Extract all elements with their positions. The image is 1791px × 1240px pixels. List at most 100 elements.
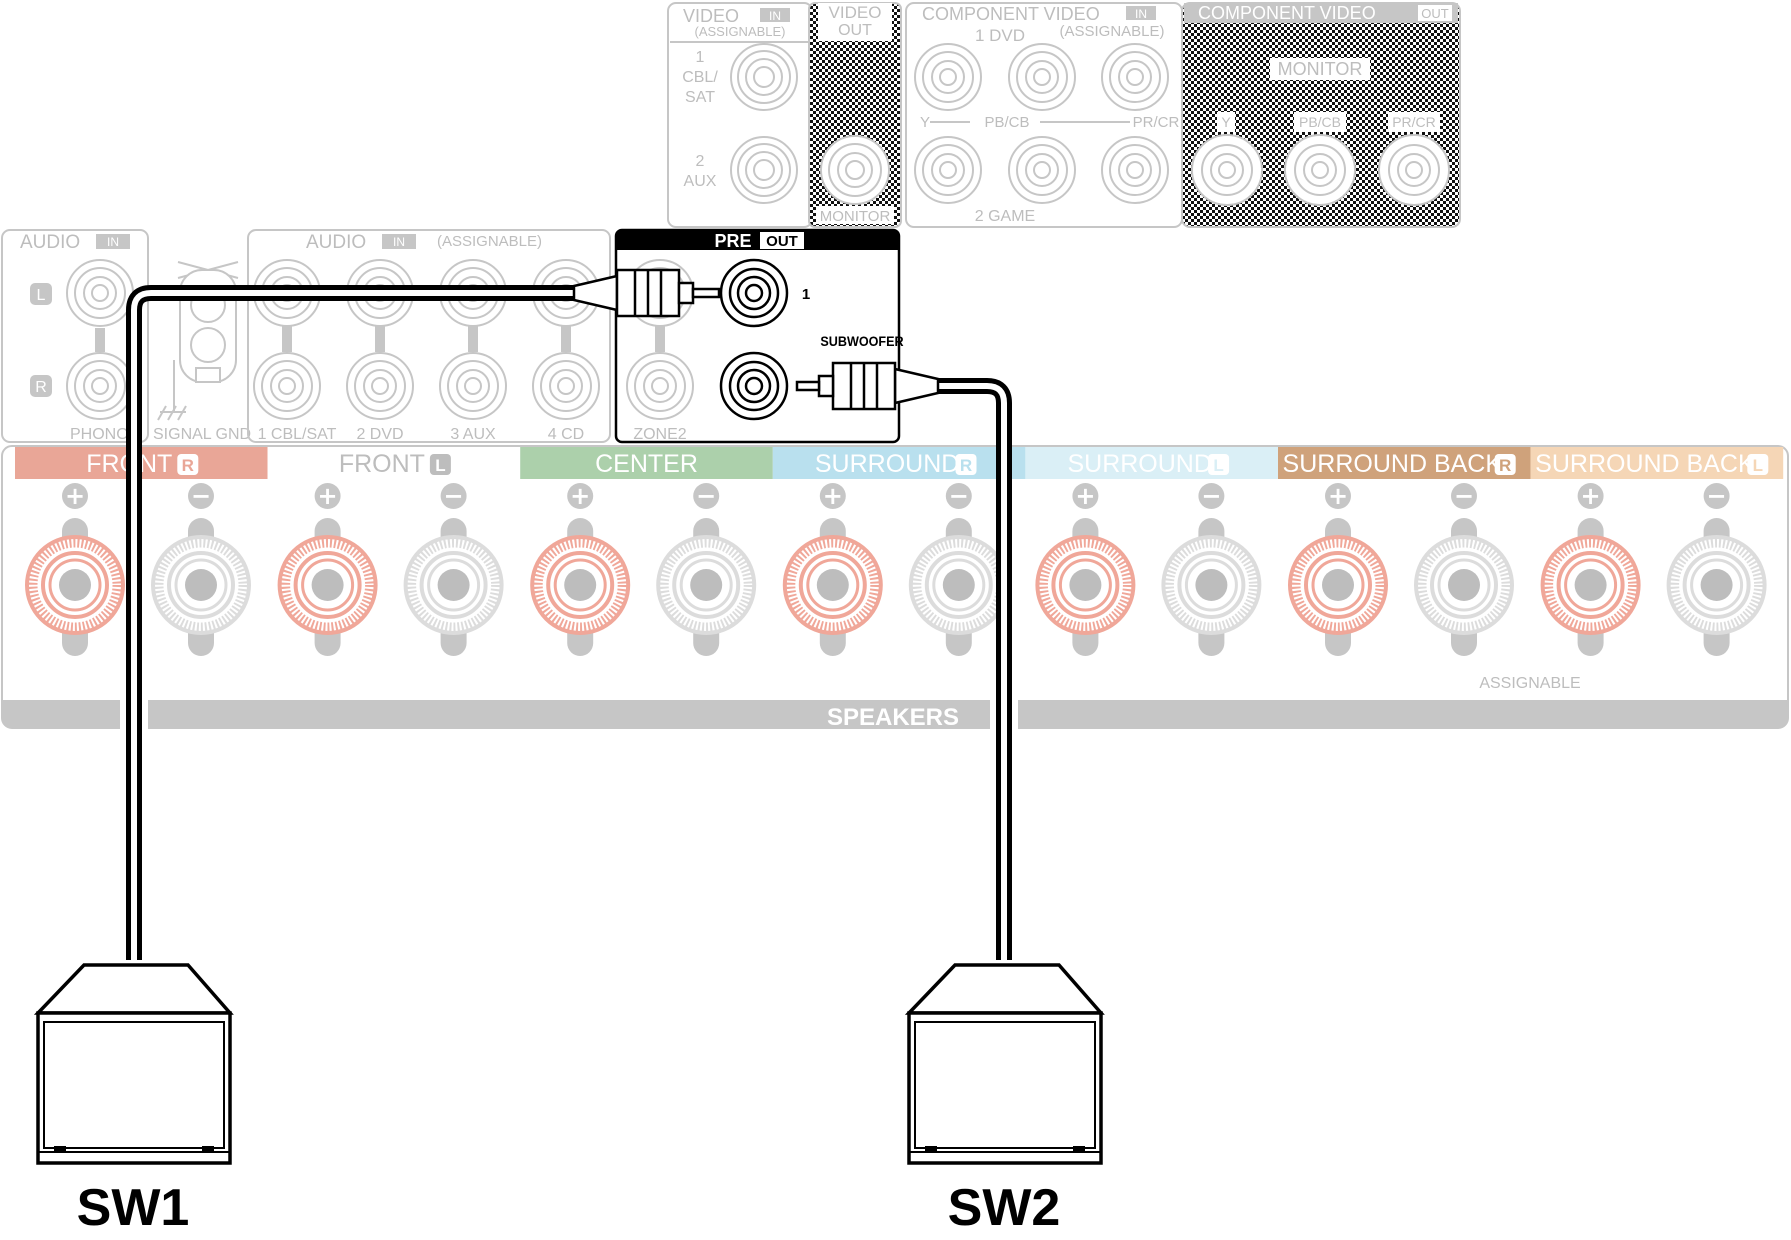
speaker-terminal-6-plus[interactable]: + bbox=[1288, 482, 1388, 656]
audio-in-r: R bbox=[35, 379, 47, 396]
speaker-terminal-5-minus[interactable]: − bbox=[1161, 482, 1262, 656]
minus-icon bbox=[1198, 483, 1225, 509]
component-in-pr: PR/CR bbox=[1133, 114, 1180, 131]
speaker-side-badge-1 bbox=[177, 454, 199, 475]
audio-input-3: 3 AUX bbox=[450, 426, 496, 443]
pre-out-title: PRE bbox=[714, 231, 751, 251]
terminal-sign: − bbox=[444, 482, 464, 510]
component-in-y: Y bbox=[920, 114, 930, 131]
component-out-y: Y bbox=[1221, 114, 1231, 130]
audio-in-phono: PHONO bbox=[70, 426, 129, 443]
plus-icon bbox=[62, 483, 88, 509]
speaker-terminal-2-minus[interactable]: − bbox=[403, 482, 504, 656]
speaker-terminal-3-plus[interactable]: + bbox=[530, 482, 631, 656]
component-out-badge: OUT bbox=[1421, 6, 1449, 21]
speaker-header-label-3: CENTER bbox=[595, 450, 698, 478]
audio-input-4: 4 CD bbox=[548, 426, 584, 443]
terminal-sign: + bbox=[1581, 482, 1601, 510]
component-out-jacks bbox=[1191, 134, 1450, 206]
speaker-terminal-7-plus[interactable]: + bbox=[1540, 482, 1641, 656]
speaker-side-label-2: L bbox=[435, 456, 445, 475]
audio-assignable-panel: AUDIO IN (ASSIGNABLE) 1 CBL/SAT 2 DVD 3 … bbox=[247, 229, 611, 443]
pre-out-badge: OUT bbox=[766, 233, 798, 250]
speaker-side-badge-7 bbox=[1747, 454, 1769, 475]
subwoofer-sw2 bbox=[904, 963, 1105, 1165]
zone2-label: ZONE2 bbox=[633, 426, 686, 443]
speaker-side-badge-6 bbox=[1494, 454, 1516, 475]
pre-out-panel: PRE OUT ZONE2 1 SUBWOOFER bbox=[614, 228, 904, 444]
speaker-header-label-5: SURROUND bbox=[1067, 450, 1211, 478]
terminal-sign: + bbox=[318, 482, 338, 510]
speaker-terminal-6-minus[interactable]: − bbox=[1414, 482, 1514, 656]
speaker-terminal-5-plus[interactable]: + bbox=[1035, 482, 1136, 656]
video-in1-jack bbox=[730, 43, 798, 111]
speaker-side-label-5: L bbox=[1213, 456, 1223, 475]
speaker-terminal-2-plus[interactable]: + bbox=[277, 482, 378, 656]
speaker-terminal-7-minus[interactable]: − bbox=[1666, 482, 1767, 656]
terminal-sign: − bbox=[1454, 482, 1474, 510]
speaker-terminal-1-plus[interactable]: + bbox=[25, 482, 125, 656]
signal-gnd-label: SIGNAL GND bbox=[153, 426, 251, 443]
speakers-assignable: ASSIGNABLE bbox=[1479, 675, 1580, 692]
component-out-panel: COMPONENT VIDEO OUT MONITOR Y PB/CB PR/C… bbox=[1181, 2, 1461, 228]
video-in-badge: IN bbox=[769, 9, 781, 23]
video-in2-num: 2 bbox=[696, 153, 705, 170]
subwoofer-sw1 bbox=[33, 963, 234, 1165]
speaker-side-badge-5 bbox=[1208, 454, 1230, 475]
audio-input-2-jack-r bbox=[346, 352, 414, 420]
minus-icon bbox=[945, 483, 972, 509]
audio-assignable-sub: (ASSIGNABLE) bbox=[437, 233, 542, 250]
plus-icon bbox=[1325, 483, 1351, 509]
subwoofer-1-label: 1 bbox=[802, 286, 810, 303]
speaker-terminal-4-plus[interactable]: + bbox=[782, 482, 883, 656]
audio-assignable-title: AUDIO bbox=[306, 232, 366, 253]
component-in-src2: 2 GAME bbox=[975, 208, 1035, 225]
minus-icon bbox=[1451, 483, 1477, 509]
video-in2-jack bbox=[730, 136, 798, 204]
speaker-terminal-4-minus[interactable]: − bbox=[908, 482, 1009, 656]
video-out-jack bbox=[820, 135, 890, 205]
terminal-sign: − bbox=[1201, 482, 1221, 510]
plus-icon bbox=[819, 483, 846, 509]
audio-in-badge: IN bbox=[107, 235, 119, 249]
component-in-sub: (ASSIGNABLE) bbox=[1059, 23, 1164, 40]
plus-icon bbox=[1577, 483, 1604, 509]
audio-input-1: 1 CBL/SAT bbox=[258, 426, 337, 443]
terminal-sign: + bbox=[65, 482, 85, 510]
speaker-header-3: CENTER bbox=[520, 447, 773, 479]
minus-icon bbox=[188, 483, 214, 509]
video-in-panel: VIDEO IN (ASSIGNABLE) 1 CBL/ SAT 2 AUX bbox=[667, 2, 813, 228]
component-in-badge: IN bbox=[1135, 7, 1147, 21]
minus-icon bbox=[1703, 483, 1730, 509]
speaker-terminal-3-minus[interactable]: − bbox=[656, 482, 757, 656]
rca-plug-2 bbox=[795, 361, 940, 411]
component-out-pb: PB/CB bbox=[1299, 114, 1341, 130]
terminal-sign: + bbox=[570, 482, 590, 510]
audio-input-1-jack-r bbox=[253, 352, 321, 420]
audio-assignable-badge: IN bbox=[393, 235, 405, 249]
subwoofer-1-jack bbox=[719, 258, 789, 328]
audio-input-2: 2 DVD bbox=[356, 426, 403, 443]
audio-input-4-jack-r bbox=[532, 352, 600, 420]
component-out-pr: PR/CR bbox=[1392, 114, 1436, 130]
subwoofer-2-jack bbox=[719, 351, 789, 421]
video-in-sub: (ASSIGNABLE) bbox=[694, 24, 785, 39]
terminal-sign: − bbox=[949, 482, 969, 510]
speaker-side-label-7: L bbox=[1753, 456, 1763, 475]
minus-icon bbox=[693, 483, 720, 509]
terminal-sign: − bbox=[1707, 482, 1727, 510]
audio-in-jacks bbox=[66, 259, 134, 420]
component-out-title: COMPONENT VIDEO bbox=[1198, 3, 1376, 23]
video-out-badge: OUT bbox=[838, 22, 872, 39]
terminal-sign: + bbox=[1075, 482, 1095, 510]
speakers-footer: SPEAKERS bbox=[827, 704, 959, 731]
component-in-src1: 1 DVD bbox=[975, 26, 1025, 45]
speaker-terminal-1-minus[interactable]: − bbox=[151, 482, 251, 656]
video-out-panel: VIDEO OUT MONITOR bbox=[808, 2, 902, 228]
